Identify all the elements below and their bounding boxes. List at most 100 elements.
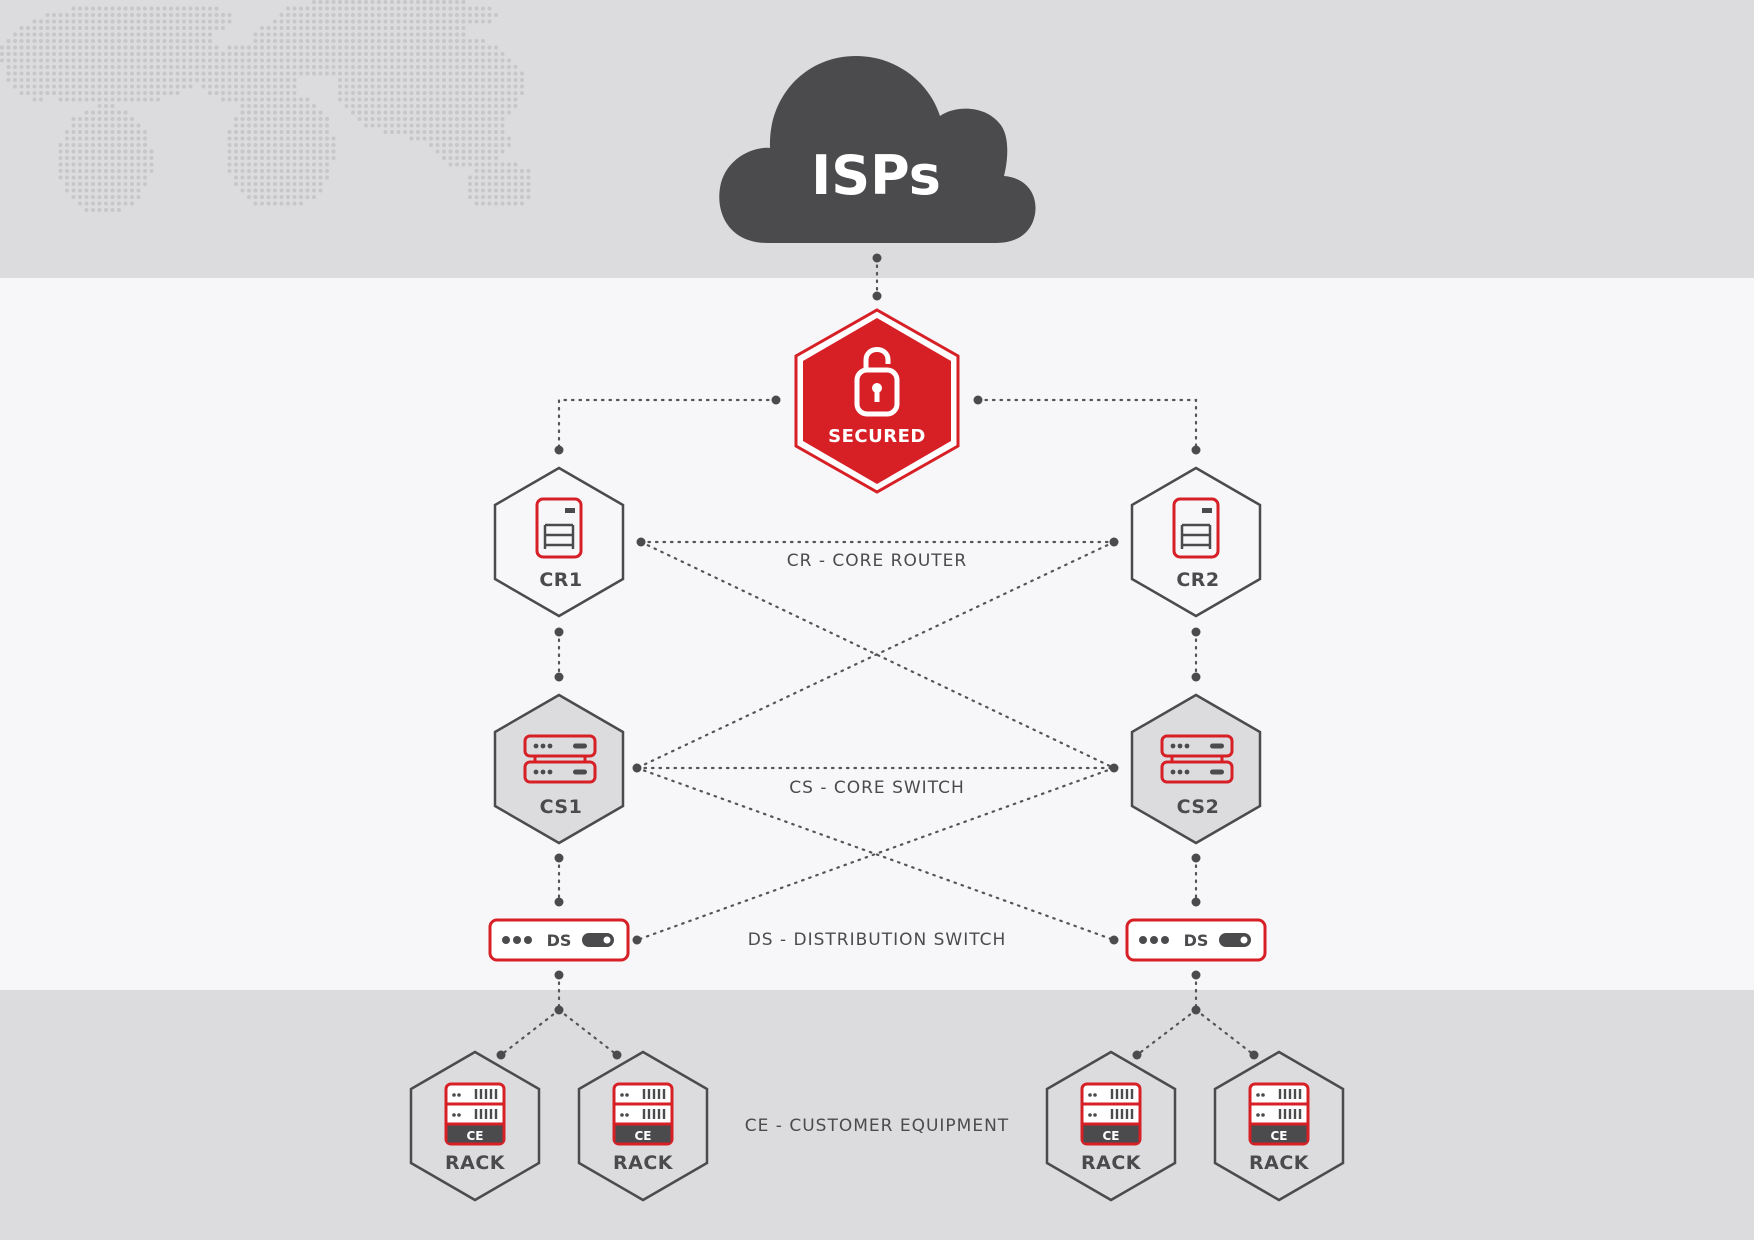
map-dot [383, 123, 388, 128]
map-dot [318, 136, 323, 141]
map-dot [117, 149, 121, 154]
map-dot [26, 52, 30, 56]
map-dot [58, 45, 63, 50]
map-dot [435, 123, 440, 128]
map-dot [104, 84, 108, 89]
junction-dot [771, 395, 781, 405]
map-dot [26, 65, 30, 69]
map-dot [253, 123, 258, 128]
map-dot [240, 156, 245, 160]
map-dot [110, 58, 115, 63]
map-dot [175, 19, 180, 24]
map-dot [481, 143, 485, 147]
map-dot [104, 91, 108, 95]
map-dot [91, 130, 95, 134]
map-dot [240, 110, 245, 115]
map-dot [247, 65, 251, 69]
map-dot [110, 6, 115, 11]
map-dot [429, 71, 433, 76]
map-dot [318, 149, 323, 154]
map-dot [136, 13, 141, 17]
map-dot [123, 52, 128, 56]
map-dot [299, 123, 303, 128]
map-dot [377, 110, 381, 115]
map-dot [45, 13, 50, 17]
map-dot [448, 39, 453, 43]
map-dot [195, 65, 199, 69]
map-dot [32, 52, 37, 56]
map-dot [65, 84, 69, 89]
map-dot [364, 91, 368, 95]
cs1-ds-right-link [635, 766, 1116, 942]
junction-dots [496, 253, 1259, 1060]
map-dot [377, 97, 381, 102]
map-dot [234, 149, 238, 154]
map-dot [110, 175, 115, 180]
map-dot [136, 58, 141, 63]
map-dot [487, 97, 492, 102]
map-dot [240, 104, 245, 108]
map-dot [110, 130, 115, 134]
map-dot [104, 136, 108, 141]
switch-icon [523, 734, 597, 784]
map-dot [487, 123, 492, 128]
map-dot [370, 19, 375, 24]
map-dot [117, 110, 121, 115]
map-dot [260, 123, 264, 128]
map-dot [182, 39, 186, 43]
map-dot [136, 130, 141, 134]
map-dot [45, 58, 50, 63]
map-dot [396, 78, 401, 82]
map-dot [65, 169, 69, 173]
map-dot [461, 110, 466, 115]
map-dot [208, 71, 212, 76]
map-dot [266, 143, 271, 147]
map-dot [507, 110, 511, 115]
map-dot [260, 26, 264, 30]
map-dot [97, 71, 102, 76]
map-dot [104, 130, 108, 134]
map-dot [422, 117, 427, 121]
map-dot [487, 156, 492, 160]
map-dot [130, 19, 134, 24]
map-dot [78, 65, 82, 69]
map-dot [500, 78, 505, 82]
map-dot [169, 65, 173, 69]
map-dot [500, 162, 505, 167]
map-dot [104, 110, 108, 115]
map-dot [299, 97, 303, 102]
map-dot [305, 130, 310, 134]
map-dot [234, 58, 238, 63]
map-dot [396, 104, 401, 108]
map-dot [422, 13, 427, 17]
map-dot [474, 65, 479, 69]
map-dot [390, 58, 394, 63]
junction-dot [554, 672, 564, 682]
bottom-band [0, 990, 1754, 1240]
map-dot [227, 149, 232, 154]
map-dot [325, 32, 329, 37]
map-dot [162, 39, 167, 43]
map-dot [312, 45, 316, 50]
map-dot [292, 26, 297, 30]
map-dot [416, 32, 420, 37]
map-dot [312, 175, 316, 180]
map-dot [312, 136, 316, 141]
map-dot [19, 65, 24, 69]
map-dot [409, 71, 414, 76]
map-dot [396, 84, 401, 89]
map-dot [136, 195, 141, 199]
map-dot [143, 65, 147, 69]
map-dot [474, 58, 479, 63]
map-dot [390, 45, 394, 50]
map-dot [338, 78, 342, 82]
map-dot [19, 52, 24, 56]
map-dot [78, 130, 82, 134]
map-dot [273, 188, 277, 193]
map-dot [91, 117, 95, 121]
map-dot [136, 45, 141, 50]
map-dot [260, 110, 264, 115]
map-dot [253, 32, 258, 37]
map-dot [325, 45, 329, 50]
map-dot [357, 6, 362, 11]
